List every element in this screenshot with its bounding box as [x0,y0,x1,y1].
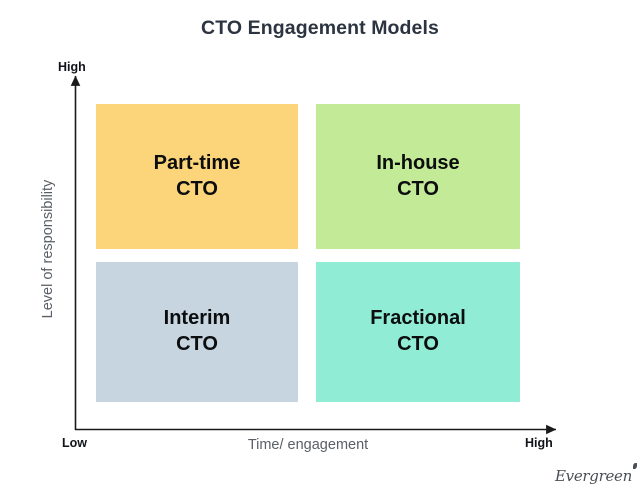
quadrant-label-line1: Part-time [153,151,241,174]
quadrant-label-line2: CTO [397,177,439,200]
quadrant-label-line2: CTO [176,333,218,355]
x-axis-low-label: Low [62,436,87,450]
quadrant-interim-cto: Interim CTO [96,262,298,402]
quadrant-fractional-cto: Fractional CTO [316,262,520,402]
quadrant-label-line1: Fractional [370,307,466,330]
leaf-icon [633,463,637,469]
quadrant-label-line1: In-house [376,151,460,174]
quadrant-in-house-cto: In-house CTO [316,104,520,249]
quadrant-label-line1: Interim [163,307,231,330]
quadrant-label-line2: CTO [397,333,439,355]
y-axis-title: Level of responsibility [40,179,56,319]
chart-title: CTO Engagement Models [201,17,439,39]
logo-wordmark: Evergreen [555,467,632,485]
x-axis-title: Time/ engagement [247,437,369,453]
quadrant-part-time-cto: Part-time CTO [96,104,298,249]
x-axis-high-label: High [525,436,553,450]
evergreen-logo: Evergreen [540,462,637,490]
y-axis-high-label: High [58,60,86,74]
quadrant-label-line2: CTO [176,177,218,200]
